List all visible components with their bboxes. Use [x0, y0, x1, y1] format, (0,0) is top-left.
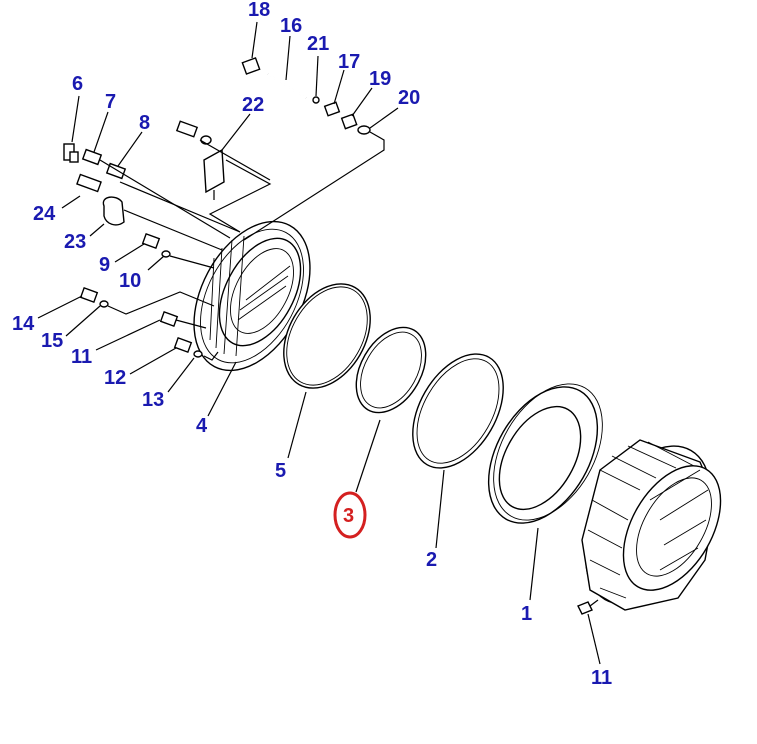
part-1-disc-ring[interactable]: [466, 365, 625, 542]
callout-6[interactable]: 6: [72, 73, 83, 95]
callout-18[interactable]: 18: [248, 0, 270, 21]
callout-16[interactable]: 16: [280, 15, 302, 37]
callout-12[interactable]: 12: [104, 367, 126, 389]
callout-19[interactable]: 19: [369, 68, 391, 90]
part-11-bolt[interactable]: [159, 311, 179, 327]
part-24-bolt[interactable]: [76, 173, 102, 193]
callout-22[interactable]: 22: [242, 94, 264, 116]
callout-7[interactable]: 7: [105, 91, 116, 113]
callout-20[interactable]: 20: [398, 87, 420, 109]
callout-17[interactable]: 17: [338, 51, 360, 73]
part-9-bolt[interactable]: [141, 233, 161, 249]
callout-10[interactable]: 10: [119, 270, 141, 292]
part-16-rod[interactable]: [267, 73, 307, 99]
part-6-bolt[interactable]: [63, 143, 79, 163]
callout-24[interactable]: 24: [33, 203, 56, 225]
part-13-washer[interactable]: [193, 350, 203, 358]
callout-14[interactable]: 14: [12, 313, 35, 335]
part-17-fitting[interactable]: [323, 101, 341, 117]
part-23-clamp[interactable]: [102, 196, 125, 226]
part-10-washer[interactable]: [161, 250, 171, 258]
part-19-plug[interactable]: [340, 113, 358, 130]
callout-23[interactable]: 23: [64, 231, 86, 253]
callout-1[interactable]: 1: [521, 603, 532, 625]
callout-8[interactable]: 8: [139, 112, 150, 134]
callout-21[interactable]: 21: [307, 33, 329, 55]
callout-5[interactable]: 5: [275, 460, 286, 482]
part-15-washer[interactable]: [99, 300, 109, 308]
part-3-seal-ring[interactable]: [342, 315, 440, 425]
callout-15[interactable]: 15: [41, 330, 63, 352]
callout-2[interactable]: 2: [426, 549, 437, 571]
part-2-ring[interactable]: [394, 338, 522, 483]
part-22-sensor[interactable]: [175, 120, 225, 200]
part-21-pin[interactable]: [312, 96, 320, 104]
part-5-o-ring[interactable]: [266, 269, 388, 404]
part-20-washer[interactable]: [357, 125, 371, 135]
callout-4[interactable]: 4: [196, 415, 208, 437]
outer-cage-drum[interactable]: [560, 425, 741, 626]
callout-3[interactable]: 3: [343, 505, 354, 527]
part-7-bolt[interactable]: [81, 148, 103, 166]
part-14-bolt[interactable]: [79, 287, 99, 303]
part-4-housing[interactable]: [170, 202, 333, 390]
callout-labels: 18 16 21 17 19 20 6 7 8 22 24 23 9 10 14…: [12, 0, 612, 689]
part-12-bolt[interactable]: [173, 337, 193, 353]
callout-11-left[interactable]: 11: [71, 346, 92, 368]
callout-9[interactable]: 9: [99, 254, 110, 276]
assembly-guide-lines: [99, 131, 385, 361]
part-11-drum-bolt[interactable]: [577, 599, 599, 615]
highlight-circle: [333, 491, 367, 539]
callout-11-bottom[interactable]: 11: [591, 667, 612, 689]
part-18-nut[interactable]: [241, 57, 261, 75]
callout-13[interactable]: 13: [142, 389, 164, 411]
leader-lines: [37, 21, 601, 665]
